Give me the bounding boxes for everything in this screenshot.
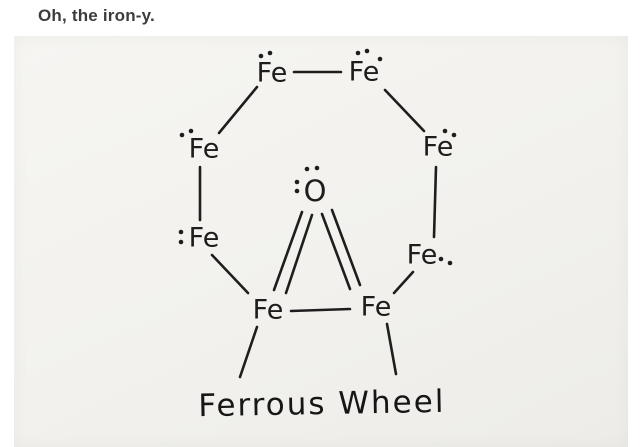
electron-dot xyxy=(438,256,444,262)
atom-fe-left-upper: Fe xyxy=(189,134,220,165)
support-left xyxy=(238,325,259,379)
electron-dot xyxy=(314,165,320,171)
spoke-right-inner xyxy=(320,212,352,291)
atom-fe-top-right: Fe xyxy=(349,57,380,88)
electron-dot xyxy=(355,50,361,56)
atom-fe-left-lower: Fe xyxy=(189,223,220,254)
diagram-lines-group xyxy=(198,70,438,379)
atom-fe-bottom-left: Fe xyxy=(253,295,284,326)
bond-right xyxy=(432,165,438,239)
electron-dot xyxy=(179,132,185,138)
electron-dot xyxy=(294,179,300,185)
caption-text: Oh, the iron-y. xyxy=(38,6,155,25)
diagram-title: Ferrous Wheel xyxy=(198,384,446,424)
diagram-dots-group xyxy=(178,48,457,266)
bond-lower-left xyxy=(210,253,250,295)
electron-dot xyxy=(377,56,383,62)
electron-dot xyxy=(364,48,370,54)
electron-dot xyxy=(451,132,457,138)
atom-fe-right-lower: Fe xyxy=(407,240,438,271)
spoke-right-outer xyxy=(330,208,362,287)
atom-fe-bottom-right: Fe xyxy=(361,292,392,323)
electron-dot xyxy=(178,239,184,245)
electron-dot xyxy=(447,260,453,266)
bond-upper-right xyxy=(383,88,426,133)
electron-dot xyxy=(304,166,310,172)
bond-lower-right xyxy=(392,270,415,295)
spoke-left-inner xyxy=(284,213,314,295)
bond-upper-left xyxy=(217,85,259,135)
electron-dot xyxy=(294,188,300,194)
electron-dot xyxy=(258,53,264,59)
electron-dot xyxy=(267,50,273,56)
support-right xyxy=(385,322,398,376)
spoke-left-outer xyxy=(272,210,304,292)
atom-fe-right-upper: Fe xyxy=(423,132,454,163)
electron-dot xyxy=(178,229,184,235)
atom-fe-top-left: Fe xyxy=(257,58,288,89)
bond-bottom xyxy=(289,307,352,313)
electron-dot xyxy=(188,128,194,134)
atom-oxygen: O xyxy=(304,174,327,208)
electron-dot xyxy=(442,128,448,134)
